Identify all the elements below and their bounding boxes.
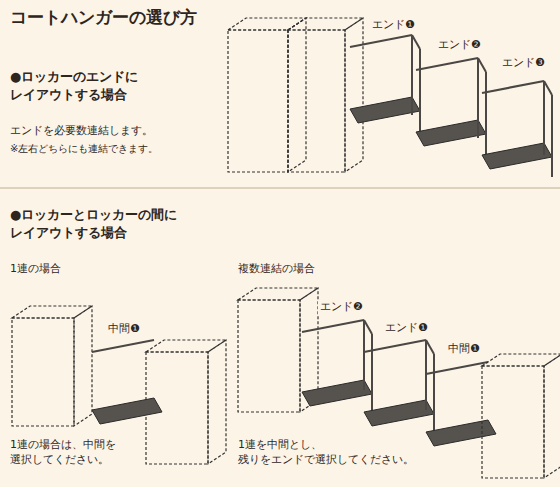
locker-outline (482, 354, 560, 478)
hanger-unit (302, 320, 372, 412)
shelf (482, 143, 552, 169)
hanger-rail (364, 340, 426, 352)
frame-top (426, 340, 434, 354)
frame-post (551, 95, 553, 177)
frame-post (543, 81, 545, 155)
shelf (302, 380, 372, 406)
hanger-unit (92, 340, 162, 424)
callout-label: 中間❶ (446, 342, 482, 357)
frame-post (411, 35, 413, 115)
note-text: ※左右どちらにも連結できます。 (10, 142, 158, 156)
title: コートハンガーの選び方 (10, 6, 197, 29)
shelf (350, 97, 420, 123)
callout-label: エンド❶ (383, 321, 430, 336)
hanger-unit (426, 362, 496, 446)
frame-top (478, 58, 486, 72)
callout-label: エンド❷ (318, 300, 365, 315)
section-heading: ●ロッカーとロッカーの間に レイアウトする場合 (10, 206, 195, 241)
note-text: エンドを必要数連結します。 (10, 124, 153, 139)
frame-post (477, 58, 479, 138)
frame-top (544, 81, 552, 95)
frame-post (371, 334, 373, 412)
hanger-rail (426, 362, 488, 374)
hanger-rail (350, 35, 412, 47)
frame-post (433, 354, 435, 432)
callout-label: エンド❸ (500, 56, 547, 71)
hanger-unit (350, 35, 420, 137)
locker-outline (228, 18, 306, 172)
locker-outline (146, 340, 226, 464)
hanger-unit (364, 340, 434, 432)
frame-top (364, 320, 372, 334)
shelf (426, 420, 496, 446)
note-text: 1連の場合は、中間を 選択してください。 (10, 438, 170, 468)
hanger-rail (416, 58, 478, 70)
shelf (416, 120, 486, 146)
frame-post (363, 320, 365, 390)
sub-heading: 複数連結の場合 (238, 262, 315, 277)
locker-outline (12, 306, 92, 426)
hanger-rail (302, 320, 364, 332)
frame-top (412, 35, 420, 49)
callout-label: 中間❶ (106, 322, 142, 337)
frame-post (419, 49, 421, 137)
hanger-unit (416, 58, 486, 160)
hanger-unit (482, 81, 552, 177)
shelf (92, 398, 162, 424)
section-divider (0, 188, 560, 189)
frame-post (425, 340, 427, 410)
hanger-rail (482, 81, 544, 93)
frame-post (485, 72, 487, 160)
hanger-rail (92, 340, 154, 352)
shelf (364, 400, 434, 426)
note-text: 1連を中間とし、 残りをエンドで選択してください。 (238, 438, 443, 468)
sub-heading: 1連の場合 (10, 262, 61, 277)
callout-label: エンド❶ (370, 18, 417, 33)
section-heading: ●ロッカーのエンドに レイアウトする場合 (10, 68, 185, 103)
locker-outline (288, 18, 363, 172)
callout-label: エンド❷ (436, 38, 483, 53)
